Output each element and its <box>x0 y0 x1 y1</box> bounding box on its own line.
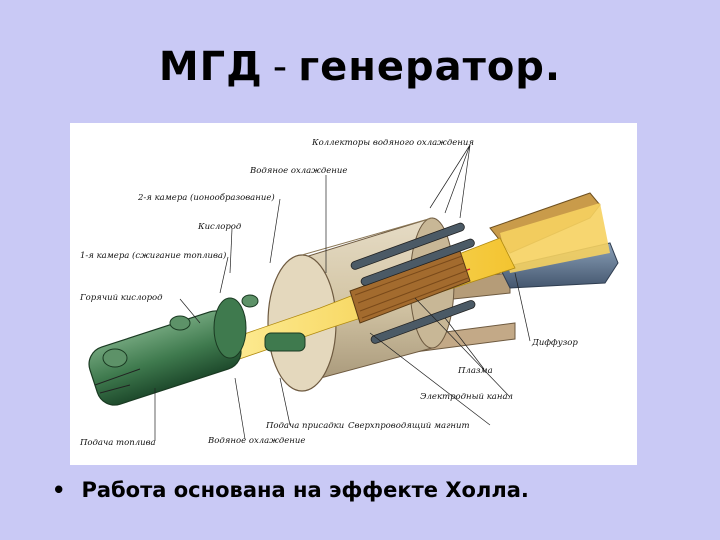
bullet-symbol: • <box>52 478 65 502</box>
label-fuel-feed: Подача топлива <box>79 438 156 448</box>
label-chamber-1: 1-я камера (сжигание топлива) <box>80 250 226 261</box>
label-water-cooling-top: Водяное охлаждение <box>249 166 347 176</box>
label-plasma: Плазма <box>457 366 493 376</box>
slide-title: МГД-генератор. <box>0 44 720 90</box>
title-part-generator: генератор. <box>298 44 561 90</box>
title-part-mgd: МГД <box>159 44 263 90</box>
label-water-cooling-bottom: Водяное охлаждение <box>207 436 305 446</box>
diagram-canvas: Коллекторы водяного охлаждения Водяное о… <box>70 123 637 465</box>
bullet-text: Работа основана на эффекте Холла. <box>81 478 528 502</box>
label-collectors: Коллекторы водяного охлаждения <box>311 138 474 148</box>
bullet-point: • Работа основана на эффекте Холла. <box>52 478 529 502</box>
label-oxygen: Кислород <box>197 222 242 232</box>
label-hot-oxygen: Горячий кислород <box>79 293 163 303</box>
label-superconducting-magnet: Сверхпроводящий магнит <box>348 421 470 431</box>
label-chamber-2: 2-я камера (ионообразование) <box>137 192 275 203</box>
mhd-generator-diagram: Коллекторы водяного охлаждения Водяное о… <box>70 123 637 465</box>
label-additive-feed: Подача присадки <box>265 421 344 431</box>
label-diffuser: Диффузор <box>531 338 578 348</box>
diffuser-shape <box>490 193 618 288</box>
label-electrode-channel: Электродный канал <box>420 392 513 402</box>
title-separator: - <box>273 44 288 90</box>
